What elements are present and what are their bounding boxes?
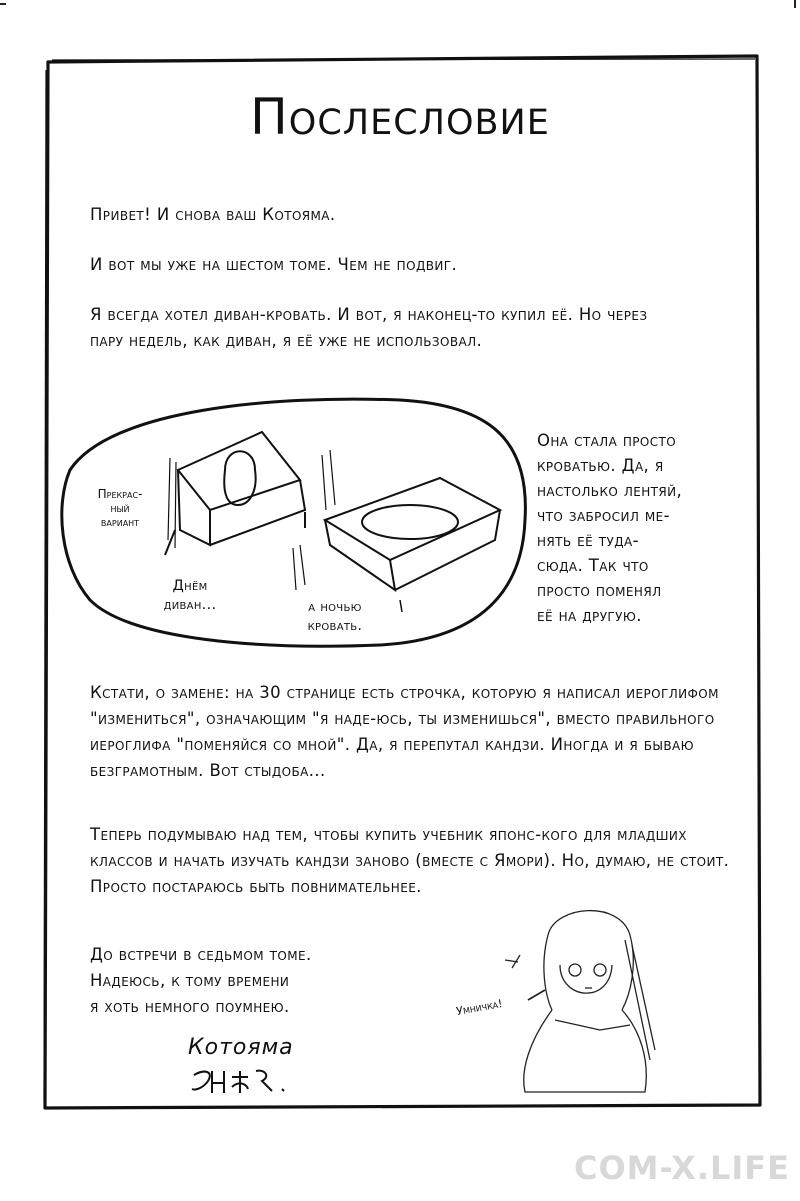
author-signature: Котояма [188,1035,294,1060]
paragraph-sofa-bed: Я всегда хотел диван-кровать. И вот, я н… [90,305,648,350]
bed-drawing [292,476,503,613]
illustration-bubble [60,397,527,648]
paragraph-greeting: Привет! И снова ваш Котояма. [90,205,336,224]
caption-night-bed: а ночью кровать. [307,599,363,634]
caption-day-sofa: Днём диван... [163,578,217,613]
note-great-option: Прекрас- ный вариант [97,487,143,529]
side-text-bed: Она стала просто кроватью. Да, я настоль… [537,431,683,625]
sofa-drawing [164,430,336,556]
page-title: Послесловие [250,88,550,146]
paragraph-textbook: Теперь подумываю над тем, чтобы купить у… [90,825,730,896]
paragraph-sixth-volume: И вот мы уже на шестом томе. Чем не подв… [90,255,458,274]
watermark: COM-X.LIFE [573,1149,790,1187]
signature-scribble [191,1069,285,1093]
paragraph-farewell: До встречи в седьмом томе. Надеюсь, к то… [90,945,312,1016]
girl-drawing [504,909,656,1093]
paragraph-kanji-mistake: Кстати, о замене: на 30 странице есть ст… [90,683,719,780]
